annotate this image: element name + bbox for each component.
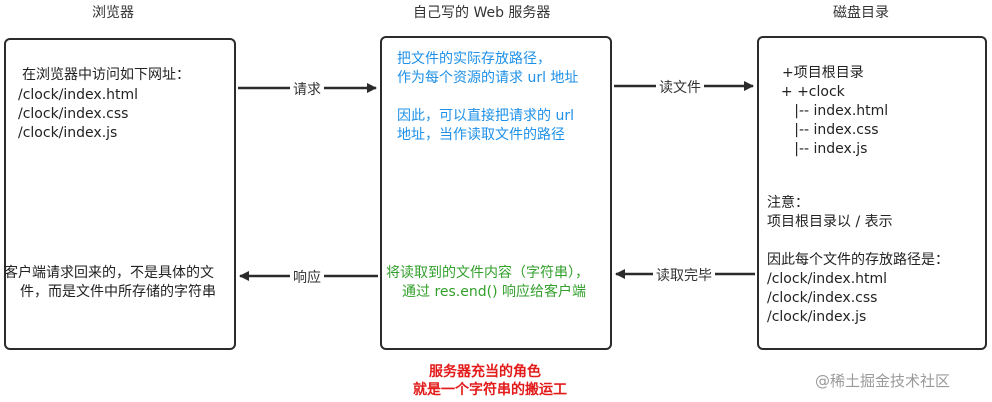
read-done-label: 读取完毕 (653, 265, 715, 285)
disk-paths-line-4: /clock/index.js (767, 309, 867, 325)
server-box (380, 36, 612, 350)
disk-paths-line-2: /clock/index.html (767, 271, 888, 287)
server-mid-line-2: 地址，当作读取文件的路径 (397, 127, 565, 143)
disk-tree-line-2: + +clock (772, 84, 845, 100)
browser-result-line-2: 件，而是文件中所存储的字符串 (20, 284, 216, 300)
browser-url-line-4: /clock/index.js (18, 125, 118, 141)
server-role-line-1: 服务器充当的角色 (429, 364, 541, 380)
title-server: 自己写的 Web 服务器 (413, 5, 551, 21)
watermark-text: @稀土掘金技术社区 (815, 372, 951, 390)
title-disk: 磁盘目录 (833, 5, 889, 21)
response-label: 响应 (290, 267, 324, 287)
server-top-line-2: 作为每个资源的请求 url 地址 (397, 70, 579, 86)
browser-box (4, 38, 236, 350)
server-bottom-line-1: 将读取到的文件内容（字符串）， (386, 265, 589, 281)
server-role-line-2: 就是一个字符串的搬运工 (413, 382, 567, 398)
disk-paths-line-3: /clock/index.css (767, 290, 878, 306)
server-top-line-1: 把文件的实际存放路径， (397, 51, 551, 67)
server-mid-line-1: 因此，可以直接把请求的 url (397, 108, 574, 124)
browser-url-line-1: 在浏览器中访问如下网址： (22, 67, 190, 83)
title-browser: 浏览器 (92, 5, 134, 21)
server-bottom-line-2: 通过 res.end() 响应给客户端 (402, 284, 587, 300)
browser-result-line-1: 客户端请求回来的，不是具体的文 (4, 265, 214, 281)
read-file-label: 读文件 (656, 77, 704, 97)
request-label: 请求 (290, 79, 324, 99)
browser-url-line-3: /clock/index.css (18, 106, 129, 122)
disk-tree-line-3: |-- index.html (772, 103, 889, 119)
disk-note-line-1: 注意： (767, 195, 809, 211)
disk-note-line-2: 项目根目录以 / 表示 (767, 214, 893, 230)
disk-tree-line-1: +项目根目录 (782, 65, 864, 81)
disk-tree-line-5: |-- index.js (772, 141, 868, 157)
disk-tree-line-4: |-- index.css (772, 122, 879, 138)
browser-url-line-2: /clock/index.html (18, 87, 139, 103)
disk-box (757, 36, 987, 350)
disk-paths-line-1: 因此每个文件的存放路径是： (767, 252, 949, 268)
